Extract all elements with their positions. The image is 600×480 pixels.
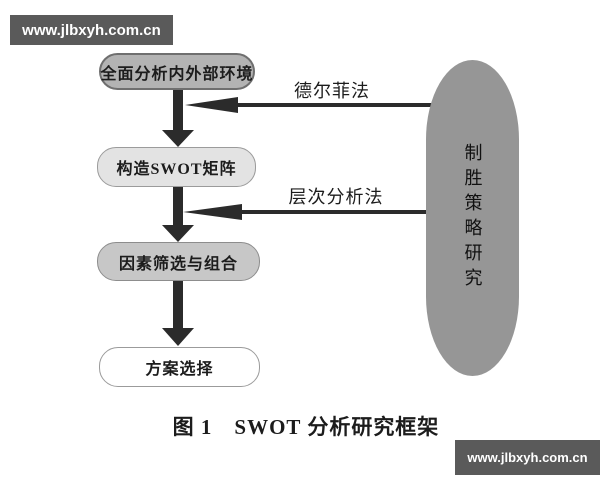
strategy-oval-label: 制胜策略研究 [462, 143, 483, 293]
arrow-down-3 [162, 278, 194, 346]
flow-step-analyze-environment: 全面分析内外部环境 [99, 53, 255, 90]
strategy-oval: 制胜策略研究 [426, 60, 519, 376]
arrow-left-delphi [185, 97, 450, 113]
figure-caption: 图 1 SWOT 分析研究框架 [172, 415, 440, 439]
arrow-down-1 [162, 84, 194, 147]
flow-step-label: 方案选择 [145, 361, 214, 378]
method-label-ahp: 层次分析法 [288, 187, 384, 207]
flow-step-label: 因素筛选与组合 [118, 255, 238, 273]
arrow-down-2 [162, 184, 194, 242]
flow-step-label: 全面分析内外部环境 [100, 65, 254, 83]
flow-step-build-swot-matrix: 构造SWOT矩阵 [97, 147, 256, 187]
method-label-delphi: 德尔菲法 [294, 81, 370, 101]
watermark-bottom: www.jlbxyh.com.cn [455, 440, 600, 475]
arrow-left-ahp [183, 204, 450, 220]
flow-step-factor-screening: 因素筛选与组合 [97, 242, 260, 281]
watermark-top: www.jlbxyh.com.cn [10, 15, 173, 45]
flow-step-plan-selection: 方案选择 [99, 347, 260, 387]
flow-step-label: 构造SWOT矩阵 [116, 161, 237, 178]
